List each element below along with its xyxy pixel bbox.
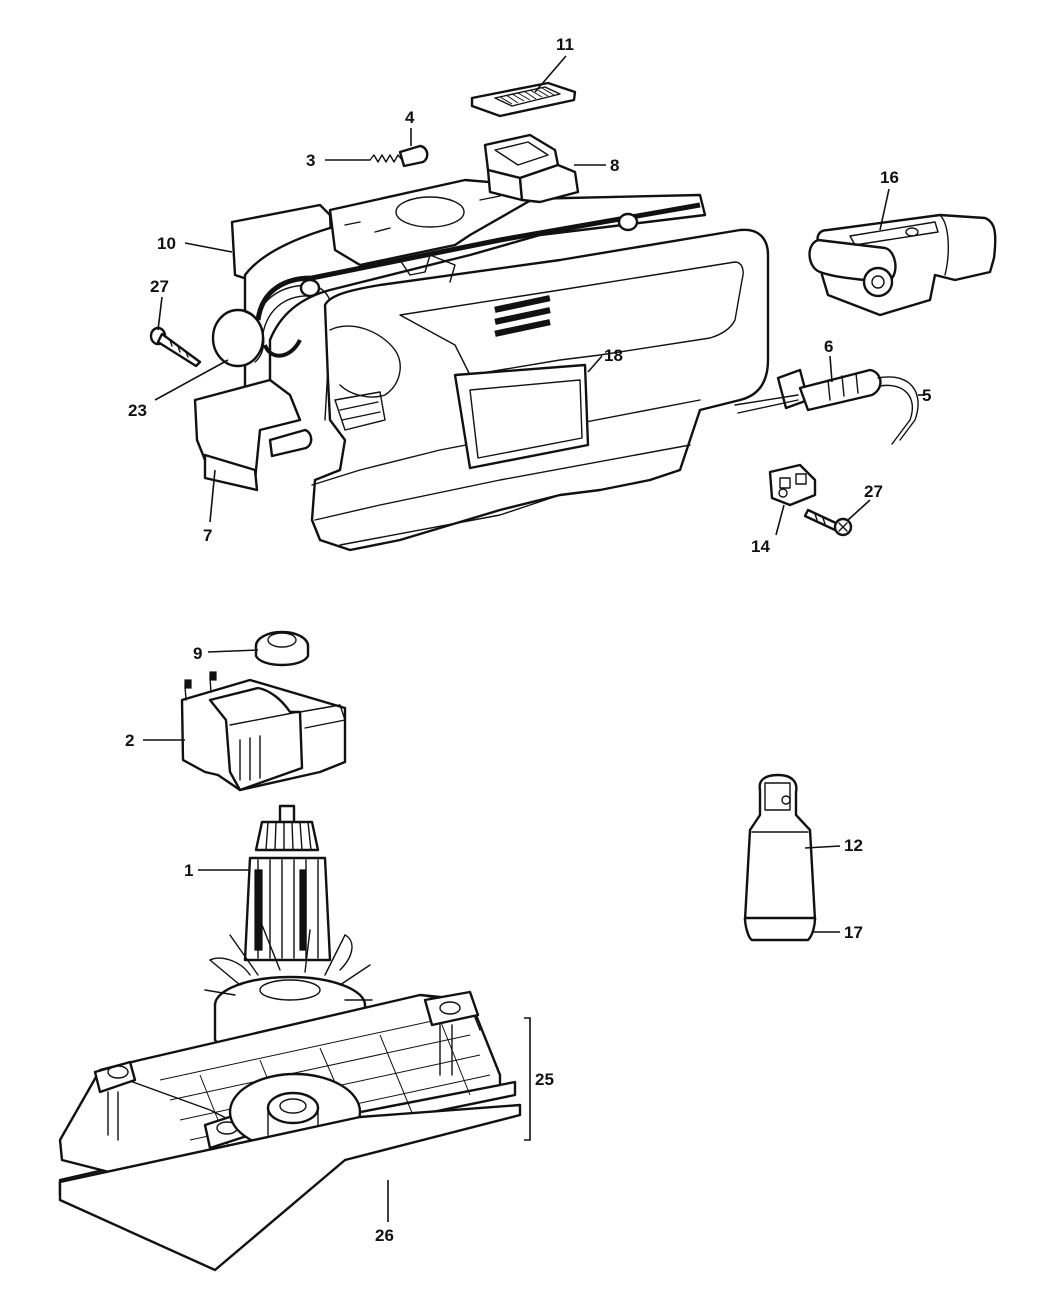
bearing-cap xyxy=(254,630,310,667)
cord-clamp xyxy=(768,463,817,507)
callout-1: 1 xyxy=(184,861,193,880)
callout-9: 9 xyxy=(193,644,202,663)
bracket-25 xyxy=(524,1017,531,1141)
callout-23: 23 xyxy=(128,401,147,420)
callout-25: 25 xyxy=(535,1070,554,1089)
screw-right xyxy=(803,508,853,537)
switch xyxy=(483,133,580,204)
callout-8: 8 xyxy=(610,156,619,175)
brush-tube xyxy=(743,773,817,942)
callout-numbers: 11 4 3 8 16 10 27 6 18 5 23 27 7 14 9 2 … xyxy=(125,35,931,1245)
leader-lines xyxy=(143,55,925,1222)
armature xyxy=(243,804,332,962)
callout-10: 10 xyxy=(157,234,176,253)
callout-12: 12 xyxy=(844,836,863,855)
callout-14: 14 xyxy=(751,537,770,556)
stator xyxy=(180,671,347,792)
callout-17: 17 xyxy=(844,923,863,942)
callout-26: 26 xyxy=(375,1226,394,1245)
callout-11: 11 xyxy=(556,35,574,54)
knob xyxy=(211,308,265,368)
switch-button xyxy=(470,81,577,118)
callout-3: 3 xyxy=(306,151,315,170)
callout-4: 4 xyxy=(405,108,415,127)
callout-5: 5 xyxy=(922,386,931,405)
sanding-pad xyxy=(58,1103,522,1272)
callout-27-right: 27 xyxy=(864,482,883,501)
brush-holder xyxy=(808,213,997,317)
switch-carrier xyxy=(328,178,542,283)
callout-18: 18 xyxy=(604,346,623,365)
cord-and-guard xyxy=(734,368,919,445)
spring-and-plunger xyxy=(369,144,429,168)
callout-7: 7 xyxy=(203,526,212,545)
callout-6: 6 xyxy=(824,337,833,356)
housing-assembly xyxy=(193,193,770,552)
callout-16: 16 xyxy=(880,168,899,187)
screw-left xyxy=(149,326,202,368)
callout-2: 2 xyxy=(125,731,134,750)
callout-27-left: 27 xyxy=(150,277,169,296)
